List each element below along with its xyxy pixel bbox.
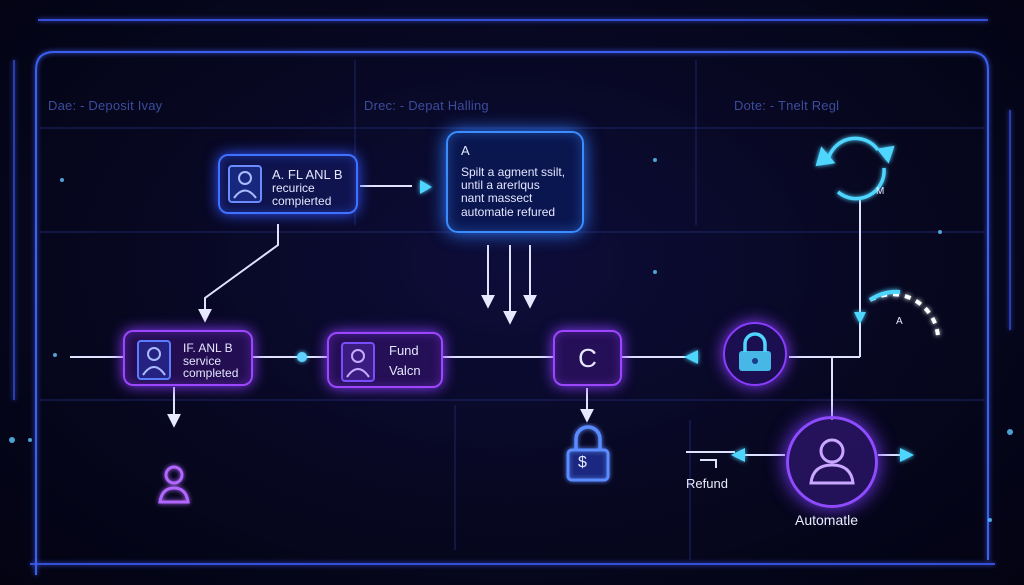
node-line: Valcn — [389, 363, 421, 378]
cycle-mark-label: M — [876, 186, 885, 197]
header-depat: Drec: - Depat Halling — [364, 98, 489, 113]
node-line: until a arerlqus — [461, 178, 540, 192]
header-deposit: Dae: - Deposit Ivay — [48, 98, 163, 113]
node-line: A. FL ANL B — [272, 167, 343, 182]
connector-refund-tick — [700, 459, 717, 468]
node-line: IF. ANL B — [183, 341, 233, 355]
automatle-node[interactable] — [786, 416, 878, 508]
arrow-to-refund — [731, 448, 745, 462]
cycle-icon — [815, 136, 895, 201]
junction-dot — [297, 352, 307, 362]
node-line: recurice — [272, 181, 315, 195]
node-recurice-compierted[interactable]: A. FL ANL B recurice compierted — [218, 154, 358, 214]
node-line: Spilt a agment ssilt, — [461, 165, 566, 179]
user-icon — [158, 465, 190, 504]
gauge-mark-label: A — [896, 316, 903, 327]
header-tnelt: Dote: - Tnelt Regl — [734, 98, 840, 113]
refund-label: Refund — [686, 476, 728, 491]
node-line: automatie refured — [461, 205, 556, 219]
arrow-right-down — [854, 312, 866, 324]
lock-icon — [739, 332, 771, 371]
node-line: Fund — [389, 343, 419, 358]
dollar-label: $ — [578, 454, 587, 471]
arrow-right-out — [900, 448, 914, 462]
lock-node[interactable] — [723, 322, 787, 386]
node-service-completed[interactable]: IF. ANL B service completed — [123, 330, 253, 386]
sparkles — [9, 158, 1013, 522]
node-line: A — [461, 143, 470, 158]
node-line: compierted — [272, 194, 332, 208]
arrow-to-c — [684, 350, 698, 364]
connector-top-left-to-mid — [198, 224, 279, 323]
user-icon — [228, 165, 262, 203]
node-line: completed — [183, 366, 239, 380]
node-c-label: C — [578, 342, 597, 373]
node-line: nant massect — [461, 191, 533, 205]
dollar-lock-icon — [566, 425, 610, 482]
arrow-to-top-center — [420, 180, 432, 194]
user-icon — [341, 342, 375, 382]
automatle-label: Automatle — [795, 512, 859, 528]
gauge-icon — [868, 289, 940, 337]
user-icon — [809, 438, 855, 485]
node-split-agment[interactable]: A Spilt a agment ssilt, until a arerlqus… — [446, 131, 584, 233]
user-icon — [137, 340, 171, 380]
node-line: service — [183, 354, 222, 368]
connectors — [70, 185, 900, 468]
node-fund-valcn[interactable]: Fund Valcn — [327, 332, 443, 388]
outer-frame — [13, 19, 1011, 575]
node-c[interactable]: C — [553, 330, 622, 386]
cyan-arrowheads — [420, 180, 914, 462]
